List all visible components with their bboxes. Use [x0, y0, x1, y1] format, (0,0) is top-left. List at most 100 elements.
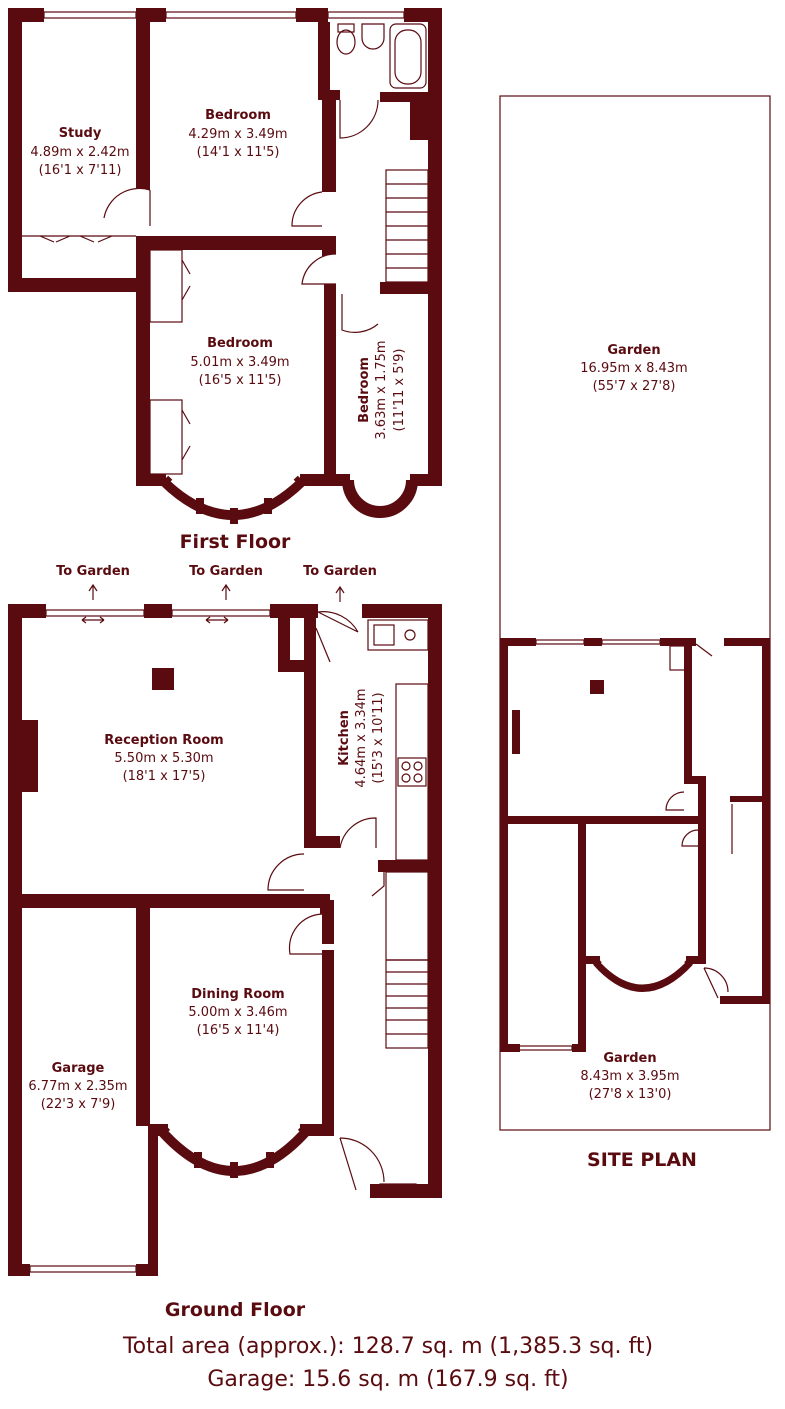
door: [291, 191, 323, 227]
wall: [136, 236, 336, 250]
wall: [362, 604, 442, 618]
room-size-imperial-bedroom-mid: (16'5 x 11'5): [199, 373, 282, 388]
garden-front-name: Garden: [603, 1051, 656, 1066]
wall: [144, 604, 172, 618]
room-size-bedroom-small: 3.63m x 1.75m: [374, 340, 389, 439]
wall: [720, 996, 770, 1004]
pillar: [152, 668, 174, 690]
door: [267, 853, 305, 891]
chimney-breast: [512, 710, 520, 754]
to-garden-label-3: To Garden: [303, 564, 377, 579]
door: [103, 187, 151, 226]
hob-ring: [413, 761, 423, 771]
wall: [322, 950, 334, 1124]
room-name-bedroom-small: Bedroom: [357, 357, 372, 423]
wall: [322, 236, 336, 256]
wardrobe: [22, 235, 136, 243]
wall: [318, 22, 330, 98]
hob-ring: [413, 773, 423, 783]
wardrobe-door: [181, 409, 191, 461]
to-garden-label-2: To Garden: [189, 564, 263, 579]
toilet-cistern: [337, 23, 355, 33]
front-door: [339, 1137, 385, 1191]
round-window: [342, 479, 418, 518]
wall: [136, 900, 150, 1126]
wall: [500, 816, 704, 824]
sliding-arrow-icon: [81, 616, 105, 624]
room-size-bedroom-mid: 5.01m x 3.49m: [190, 355, 289, 370]
site-plan-heading: SITE PLAN: [587, 1149, 697, 1171]
room-size-imperial-dining: (16'5 x 11'4): [197, 1023, 280, 1038]
garage-area-text: Garage: 15.6 sq. m (167.9 sq. ft): [207, 1367, 568, 1392]
door: [315, 627, 331, 663]
wall: [410, 474, 442, 486]
wall: [380, 92, 442, 102]
wall: [320, 900, 334, 944]
door: [339, 99, 379, 139]
toilet: [336, 29, 356, 55]
garden-rear-size: 16.95m x 8.43m: [580, 361, 687, 376]
room-size-dining: 5.00m x 3.46m: [188, 1005, 287, 1020]
pillar: [590, 680, 604, 694]
wall: [304, 660, 316, 848]
wall: [660, 638, 696, 646]
kitchen-counter: [395, 683, 429, 861]
wardrobe: [149, 249, 183, 323]
sliding-arrow-icon: [205, 616, 229, 624]
bay-window: [159, 475, 307, 524]
bay-window: [148, 1124, 334, 1178]
hob-ring: [401, 773, 411, 783]
door: [681, 829, 699, 847]
site-plan: Garden 16.95m x 8.43m (55'7 x 27'8) Gard…: [499, 95, 771, 1171]
total-area-text: Total area (approx.): 128.7 sq. m (1,385…: [122, 1334, 653, 1359]
room-size-kitchen: 4.64m x 3.34m: [354, 688, 369, 787]
door: [339, 817, 377, 849]
wall: [410, 102, 430, 140]
arrow-up-icon: [88, 583, 98, 600]
room-name-study: Study: [59, 126, 102, 141]
room-size-reception: 5.50m x 5.30m: [114, 751, 213, 766]
wall: [584, 638, 602, 646]
wall: [324, 282, 336, 478]
wall: [8, 896, 22, 1276]
door: [317, 611, 359, 633]
garage-door: [511, 1045, 573, 1051]
wall: [684, 644, 692, 784]
wall: [378, 860, 434, 872]
wall: [8, 8, 44, 22]
room-size-imperial-bedroom-top: (14'1 x 11'5): [197, 145, 280, 160]
wall: [322, 96, 336, 192]
wall: [762, 638, 770, 1004]
garden-front-size-imperial: (27'8 x 13'0): [589, 1087, 672, 1102]
room-size-imperial-study: (16'1 x 7'11): [39, 163, 122, 178]
sink-basin: [373, 624, 395, 646]
patio-door: [45, 609, 145, 617]
site-boundary: [499, 95, 771, 1131]
window: [43, 11, 137, 19]
room-name-dining: Dining Room: [191, 987, 284, 1002]
room-size-imperial-kitchen: (15'3 x 10'11): [371, 692, 386, 783]
room-size-imperial-bedroom-small: (11'11 x 5'9): [392, 349, 407, 432]
bay-window: [593, 959, 693, 992]
first-floor-heading: First Floor: [180, 531, 291, 553]
room-name-bedroom-top: Bedroom: [205, 108, 271, 123]
wall: [300, 474, 350, 486]
patio-door: [171, 609, 271, 617]
room-size-imperial-reception: (18'1 x 17'5): [123, 769, 206, 784]
garden-rear-name: Garden: [607, 343, 660, 358]
kitchen-sink: [367, 619, 429, 651]
room-name-garage: Garage: [52, 1061, 105, 1076]
chimney-breast: [20, 720, 38, 792]
wall: [296, 8, 328, 22]
wall: [8, 1264, 30, 1276]
sink: [361, 23, 385, 50]
garden-rear-size-imperial: (55'7 x 27'8): [593, 379, 676, 394]
arrow-up-icon: [221, 583, 231, 600]
door: [341, 294, 379, 333]
door: [288, 913, 323, 955]
wall: [370, 1184, 442, 1198]
garage-door: [29, 1265, 137, 1273]
wall: [669, 645, 687, 671]
wall: [318, 90, 340, 100]
wall: [698, 780, 706, 964]
